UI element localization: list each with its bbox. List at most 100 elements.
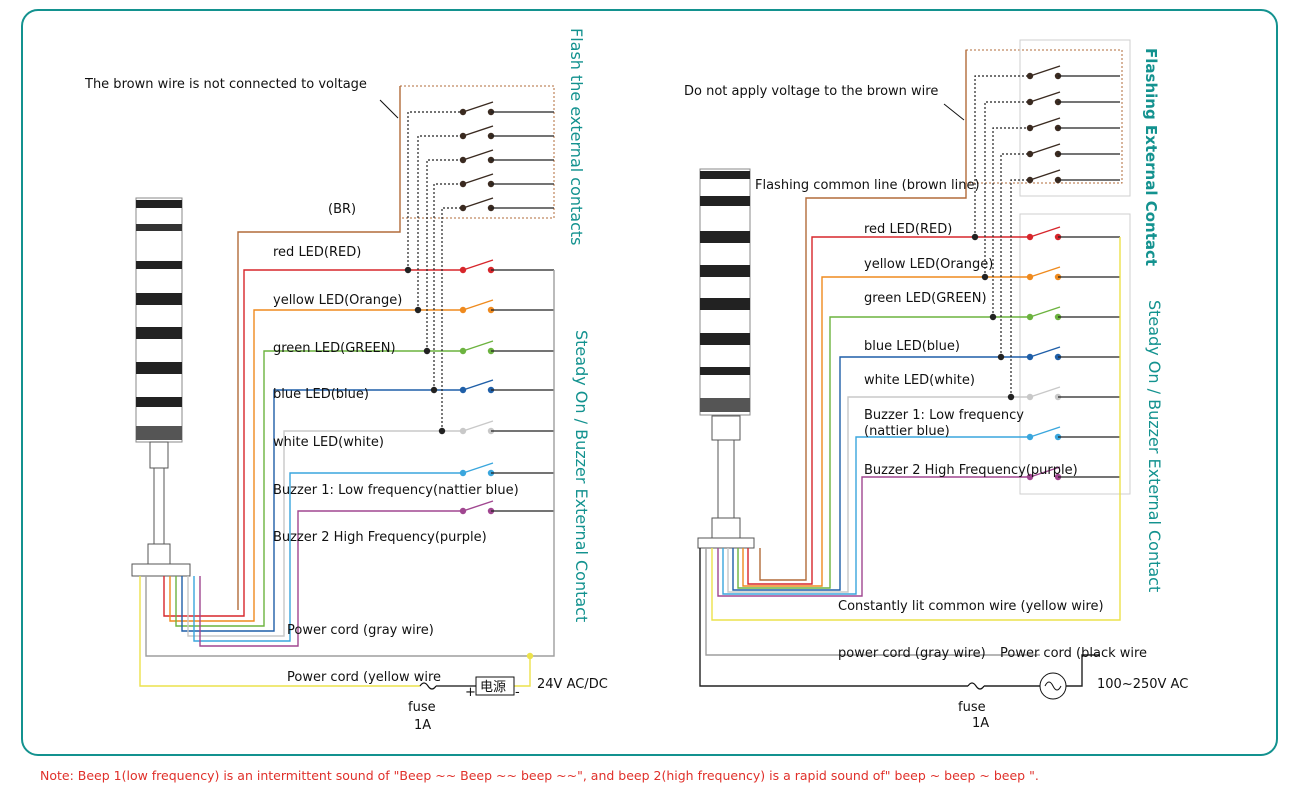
left-power-yellow-label: Power cord (yellow wire (287, 670, 441, 685)
right-label-buzzer2: Buzzer 2 High Frequency(purple) (864, 463, 1078, 478)
left-br-label: (BR) (328, 202, 356, 217)
right-switch-orange-lever (1029, 266, 1061, 278)
left-dash-green (426, 159, 463, 351)
right-label-green: green LED(GREEN) (864, 291, 987, 306)
left-wiring (139, 86, 555, 690)
right-power-black: Power cord (black wire (1000, 646, 1147, 661)
left-fuse-rating: 1A (414, 718, 431, 733)
left-wire-labels: red LED(RED) yellow LED(Orange) green LE… (273, 245, 519, 545)
right-dash-red (974, 75, 1030, 237)
right-steady-panel (1019, 213, 1131, 495)
left-switch-blue-lever (462, 379, 494, 391)
right-wire-white (727, 396, 1030, 593)
left-flash-switch-4-lever (462, 197, 494, 209)
left-flash-switch-2-lever (462, 149, 494, 161)
left-power-gray-label: Power cord (gray wire) (287, 623, 434, 638)
left-supply-label: 电源 (480, 680, 506, 695)
left-switch-white-lever (462, 420, 494, 432)
right-yellow-wire (711, 237, 1121, 621)
left-wire-white (187, 430, 463, 637)
right-label-buzzer1-b: (nattier blue) (864, 424, 950, 439)
left-label-buzzer2: Buzzer 2 High Frequency(purple) (273, 530, 487, 545)
right-switch-blue-lever (1029, 346, 1061, 358)
left-yellow-wire (139, 576, 420, 687)
right-wiring (699, 50, 1121, 690)
right-ac-wave (1044, 681, 1062, 691)
left-fuse-icon (419, 682, 437, 690)
left-yellow-junction (526, 652, 534, 660)
right-switch-white-lever (1029, 386, 1061, 398)
right-flash-switch-0-lever (1029, 65, 1061, 77)
left-vertical-flash: Flash the external contacts (567, 28, 586, 246)
left-flash-box (399, 85, 555, 219)
right-black-return (1066, 654, 1100, 687)
left-wire-natier_blue (193, 472, 463, 642)
right-brown-wire (759, 50, 967, 581)
right-flash-box (965, 49, 1123, 184)
left-dash-white (441, 207, 463, 431)
diagram-frame (21, 9, 1278, 756)
right-label-orange: yellow LED(Orange) (864, 257, 993, 272)
right-label-white: white LED(white) (864, 373, 975, 388)
left-switch-orange-lever (462, 299, 494, 311)
right-dash-orange (984, 101, 1030, 277)
footer-note: Note: Beep 1(low frequency) is an interm… (40, 768, 1039, 783)
right-wire-natier_blue (722, 436, 1030, 595)
left-voltage: 24V AC/DC (537, 677, 608, 692)
right-switch-red-lever (1029, 226, 1061, 238)
left-label-buzzer1: Buzzer 1: Low frequency(nattier blue) (273, 483, 519, 498)
left-vertical-steady: Steady On / Buzzer External Contact (572, 330, 591, 622)
right-label-buzzer1: Buzzer 1: Low frequency (864, 408, 1024, 423)
right-vertical-steady: Steady On / Buzzer External Contact (1145, 300, 1164, 592)
right-fuse-icon (967, 682, 985, 690)
right-common-line: Flashing common line (brown line) (755, 178, 980, 193)
left-wire-orange (169, 309, 463, 622)
left-brown-wire (237, 86, 401, 610)
left-gray-wire (145, 270, 555, 657)
left-fuse-label: fuse (408, 700, 436, 715)
left-label-blue: blue LED(blue) (273, 387, 369, 402)
right-wire-labels: red LED(RED) yellow LED(Orange) green LE… (864, 222, 1078, 478)
right-label-red: red LED(RED) (864, 222, 952, 237)
left-switch-red-lever (462, 259, 494, 271)
right-flash-panel (1019, 39, 1131, 197)
right-dash-green (992, 127, 1030, 317)
right-vertical-flash: Flashing External Contact (1142, 48, 1160, 266)
right-flash-switch-3-lever (1029, 143, 1061, 155)
left-wire-blue (181, 389, 463, 632)
left-brown-note-pointer (379, 99, 399, 119)
right-dash-white (1010, 179, 1030, 397)
left-minus: - (515, 685, 520, 700)
right-switch-natier_blue-lever (1029, 426, 1061, 438)
left-label-green: green LED(GREEN) (273, 341, 396, 356)
left-label-orange: yellow LED(Orange) (273, 293, 402, 308)
right-label-blue: blue LED(blue) (864, 339, 960, 354)
left-flash-switch-3-lever (462, 173, 494, 185)
right-voltage: 100~250V AC (1097, 677, 1188, 692)
right-wire-blue (732, 356, 1030, 591)
left-flash-switch-0-lever (462, 101, 494, 113)
right-wire-green (737, 316, 1030, 589)
left-switch-green-lever (462, 340, 494, 352)
right-fuse-label: fuse (958, 700, 986, 715)
right-flash-switch-2-lever (1029, 117, 1061, 129)
right-switch-green-lever (1029, 306, 1061, 318)
left-supply-box (475, 676, 515, 696)
right-brown-note-pointer (943, 103, 965, 121)
left-brown-note: The brown wire is not connected to volta… (84, 77, 367, 92)
wiring-diagram: The brown wire is not connected to volta… (21, 9, 1278, 756)
left-dash-blue (433, 183, 463, 390)
left-dash-red (407, 111, 463, 270)
right-switch-purple-lever (1029, 466, 1061, 478)
right-black-wire (699, 548, 968, 687)
right-flash-switch-4-lever (1029, 169, 1061, 181)
right-wire-orange (742, 276, 1030, 587)
right-wire-red (747, 236, 1030, 585)
left-switch-natier_blue-lever (462, 462, 494, 474)
left-plus: + (465, 685, 476, 700)
right-tower-light (697, 168, 755, 549)
left-dash-orange (417, 135, 463, 310)
right-flash-switch-1-lever (1029, 91, 1061, 103)
right-wire-purple (717, 476, 1030, 597)
left-label-white: white LED(white) (273, 435, 384, 450)
